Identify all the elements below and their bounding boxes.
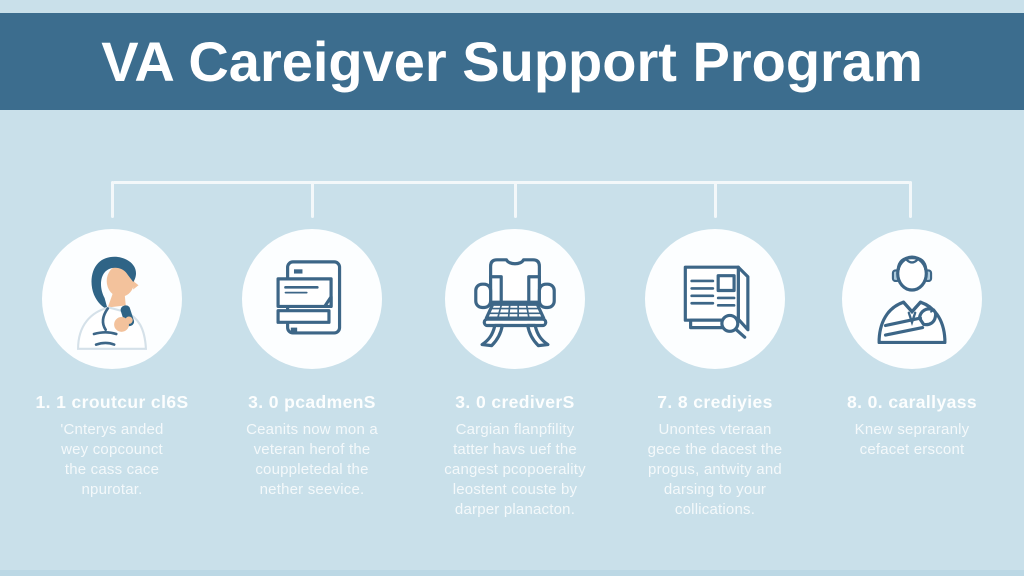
step-description: Ceanits now mon a veteran herof the coup… xyxy=(246,421,378,498)
step-heading: 1. 1 croutcur cl6S xyxy=(35,392,189,412)
step-column-5: 8. 0. carallyass Knew sepraranly cefacet… xyxy=(810,229,1014,460)
caregiver-with-phone-icon xyxy=(77,256,148,350)
step-heading: 8. 0. carallyass xyxy=(847,392,977,412)
step-column-4: 7. 8 crediyies Unontes vteraan gece the … xyxy=(613,229,817,520)
step-column-3: 3. 0 crediverS Cargian flanpfility tatte… xyxy=(413,229,617,520)
documents-icon xyxy=(276,260,342,335)
step-column-2: 3. 0 pcadmenS Ceanits now mon a veteran … xyxy=(210,229,414,500)
connector-horizontal-line xyxy=(113,181,910,184)
step-description: Knew sepraranly cefacet erscont xyxy=(854,421,970,458)
connector-drop-line xyxy=(714,181,717,218)
icon-circle xyxy=(645,229,785,369)
title-banner: VA Careigver Support Program xyxy=(0,13,1024,110)
step-description: Cargian flanpfility tatter havs uef the … xyxy=(444,421,586,518)
step-heading: 3. 0 crediverS xyxy=(455,392,575,412)
bottom-accent-strip xyxy=(0,570,1024,576)
step-description: Unontes vteraan gece the dacest the prog… xyxy=(647,421,783,518)
report-magnifier-icon xyxy=(683,265,750,339)
icon-circle xyxy=(445,229,585,369)
step-column-1: 1. 1 croutcur cl6S 'Cnterys anded wey co… xyxy=(10,229,214,500)
connector-drop-line xyxy=(514,181,517,218)
icon-circle xyxy=(42,229,182,369)
icon-circle xyxy=(242,229,382,369)
step-description: 'Cnterys anded wey copcounct the cass ca… xyxy=(60,421,164,498)
chair-keyboard-icon xyxy=(474,258,556,348)
page-title: VA Careigver Support Program xyxy=(101,30,923,93)
connector-drop-line xyxy=(111,181,114,218)
businessman-icon xyxy=(877,255,947,345)
connector-drop-line xyxy=(909,181,912,218)
step-heading: 7. 8 crediyies xyxy=(657,392,773,412)
step-heading: 3. 0 pcadmenS xyxy=(248,392,376,412)
connector-drop-line xyxy=(311,181,314,218)
icon-circle xyxy=(842,229,982,369)
